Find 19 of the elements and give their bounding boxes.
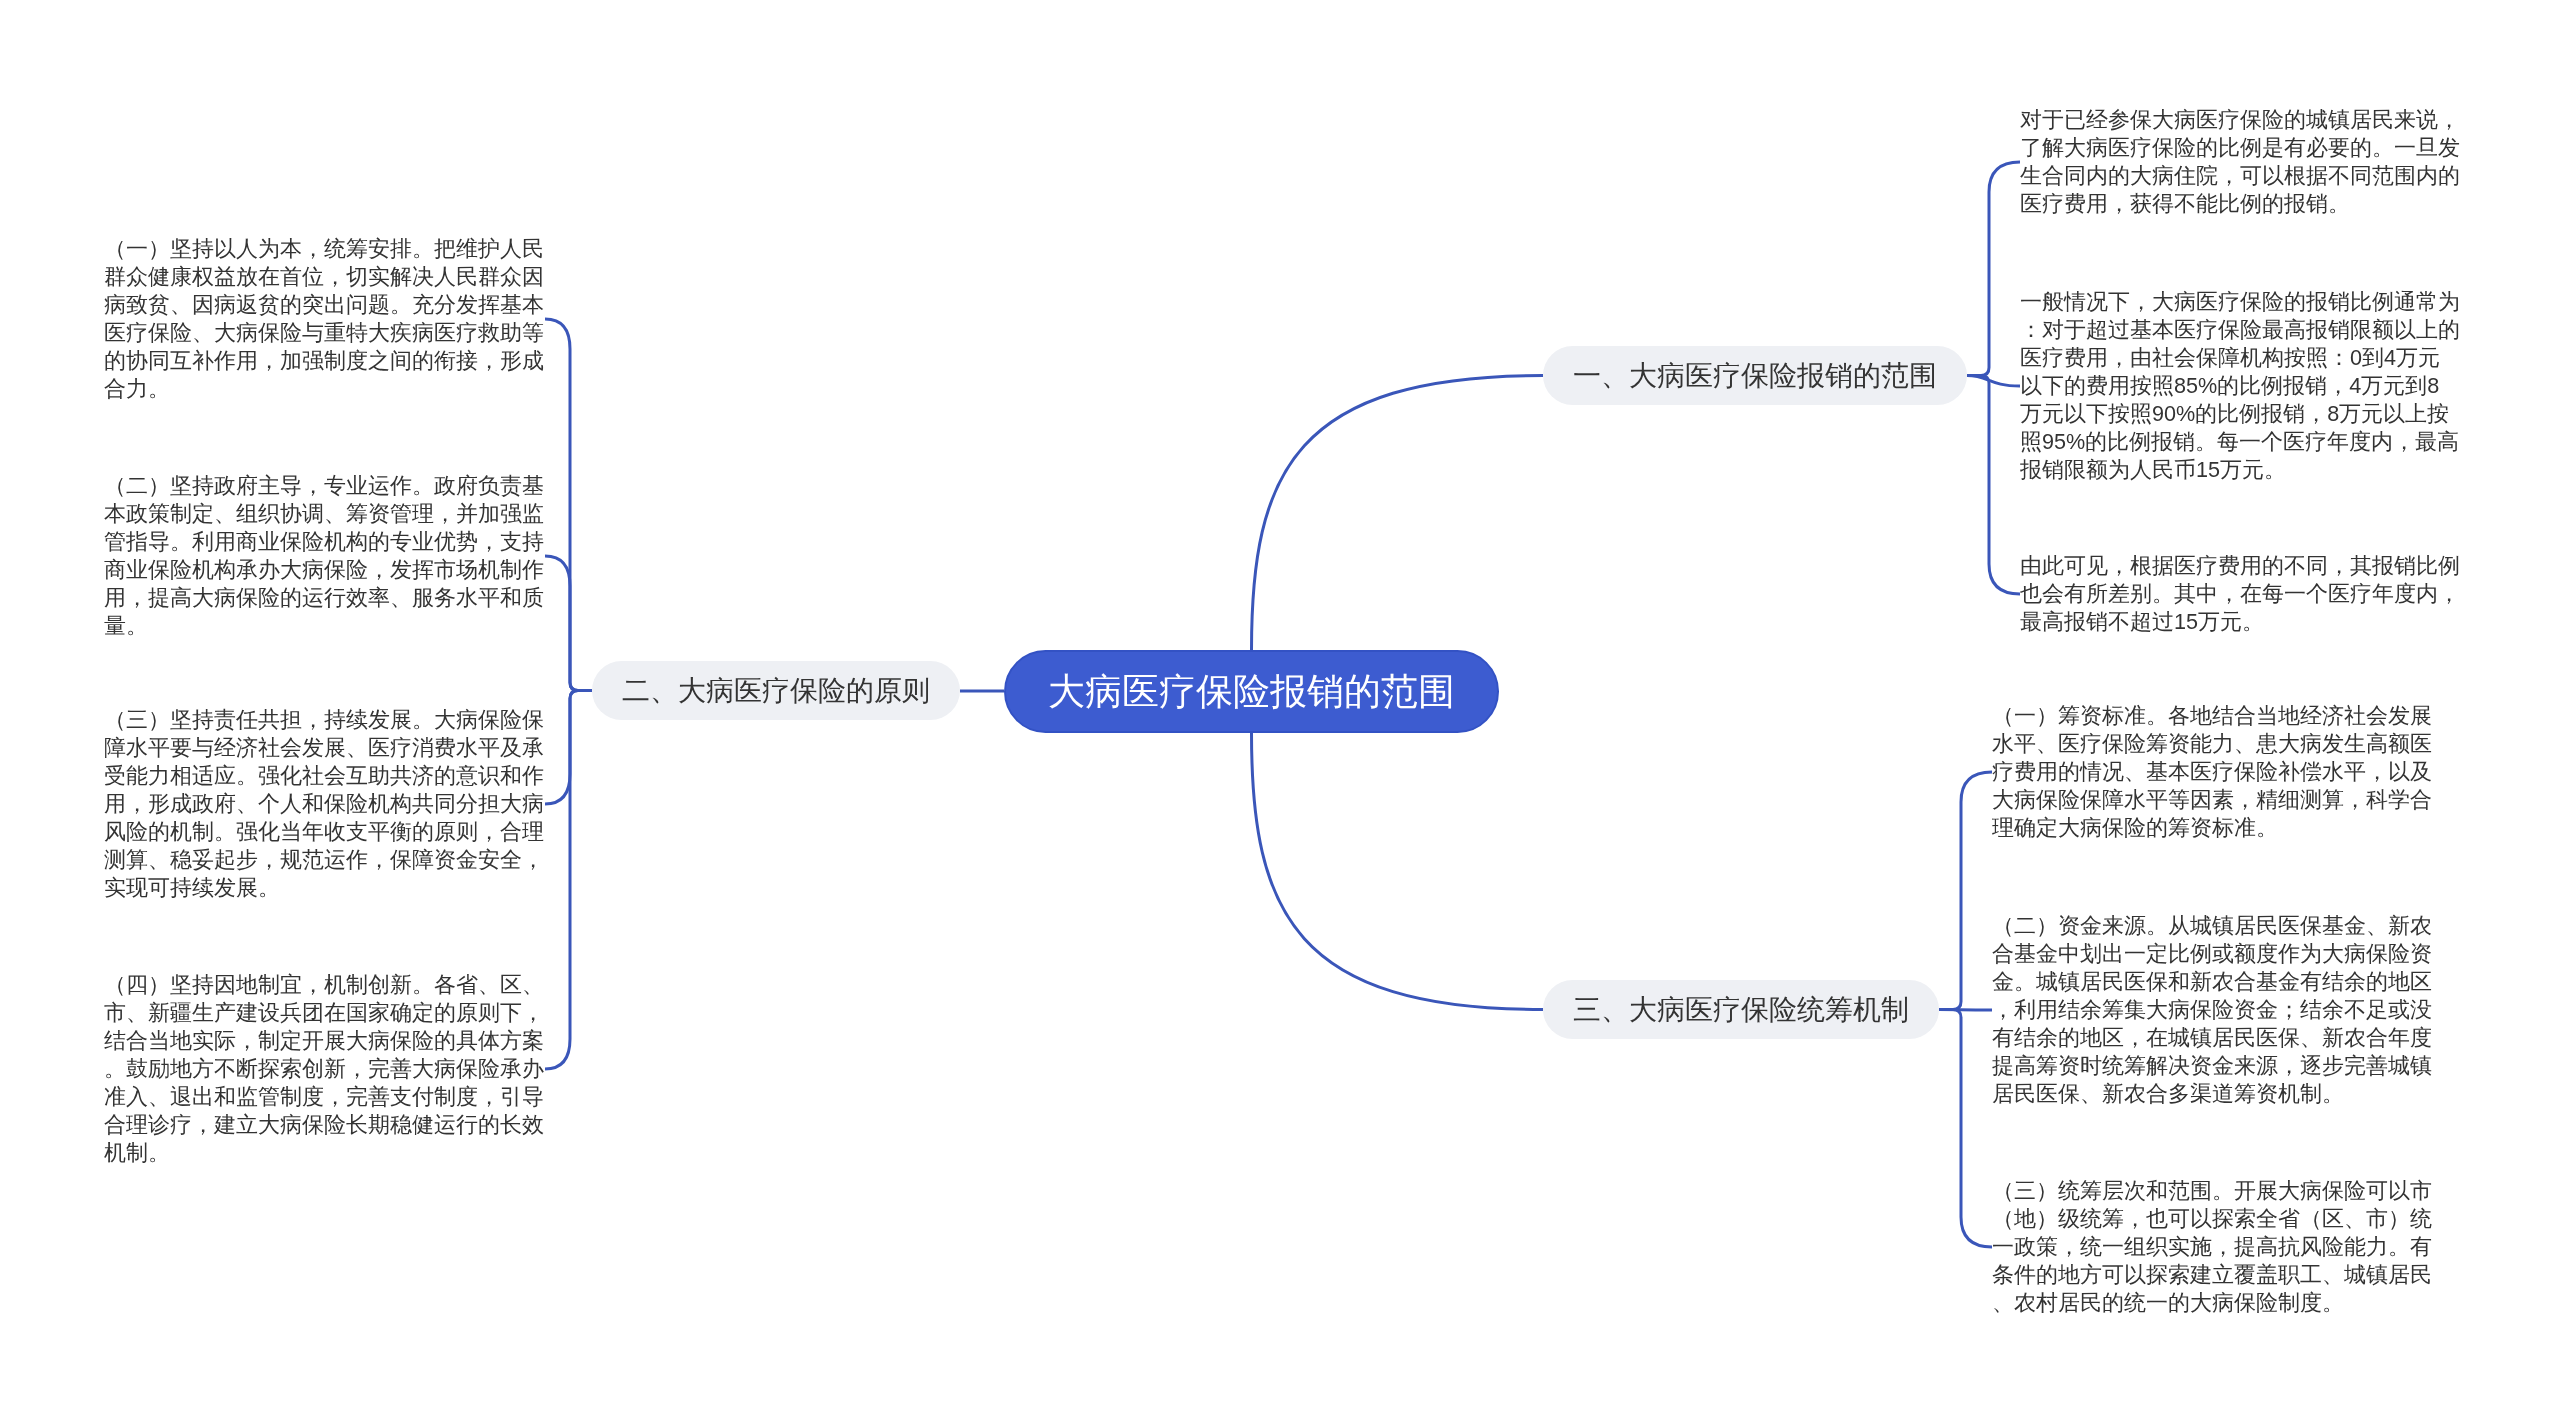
note-text: （一）坚持以人为本，统筹安排。把维护人民群众健康权益放在首位，切实解决人民群众因病致贫、因病返贫的突出问题。充分发挥基本医疗保险、大病保险与重特大疾病医疗救助等的协同互补作用，加强制度之间的衔接，形成合力。 [104,235,545,403]
note-text: （二）资金来源。从城镇居民医保基金、新农合基金中划出一定比例或额度作为大病保险资金。城镇居民医保和新农合基金有结余的地区，利用结余筹集大病保险资金；结余不足或没有结余的地区，在城镇居民医保、新农合年度提高筹资时统筹解决资金来源，逐步完善城镇居民医保、新农合多渠道筹资机制。 [1992,912,2433,1108]
connector-line [1250,732,1544,1011]
note-text: 对于已经参保大病医疗保险的城镇居民来说，了解大病医疗保险的比例是有必要的。一旦发生合同内的大病住院，可以根据不同范围内的医疗费用，获得不能比例的报销。 [2020,106,2461,218]
note-text: （四）坚持因地制宜，机制创新。各省、区、市、新疆生产建设兵团在国家确定的原则下，结合当地实际，制定开展大病保险的具体方案。鼓励地方不断探索创新，完善大病保险承办准入、退出和监管制度，完善支付制度，引导合理诊疗，建立大病保险长期稳健运行的长效机制。 [104,971,545,1167]
note-text: （三）统筹层次和范围。开展大病保险可以市（地）级统筹，也可以探索全省（区、市）统一政策，统一组织实施，提高抗风险能力。有条件的地方可以探索建立覆盖职工、城镇居民、农村居民的统一的大病保险制度。 [1992,1177,2433,1317]
connector-line [1967,374,2021,596]
note-text: 一般情况下，大病医疗保险的报销比例通常为：对于超过基本医疗保险最高报销限额以上的医疗费用，由社会保障机构按照：0到4万元以下的费用按照85%的比例报销，4万元到8万元以下按照90%的比例报销，8万元以上按照95%的比例报销。每一个医疗年度内，最高报销限额为人民币15万元。 [2020,288,2461,484]
note-text: （三）坚持责任共担，持续发展。大病保险保障水平要与经济社会发展、医疗消费水平及承受能力相适应。强化社会互助共济的意识和作用，形成政府、个人和保险机构共同分担大病风险的机制。强化当年收支平衡的原则，合理测算、稳妥起步，规范运作，保障资金安全，实现可持续发展。 [104,706,545,902]
connector-line [1939,1008,1993,1249]
note-text: 由此可见，根据医疗费用的不同，其报销比例也会有所差别。其中，在每一个医疗年度内，最高报销不超过15万元。 [2020,552,2461,636]
note-text: （二）坚持政府主导，专业运作。政府负责基本政策制定、组织协调、筹资管理，并加强监管指导。利用商业保险机构的专业优势，支持商业保险机构承办大病保险，发挥市场机制作用，提高大病保险的运行效率、服务水平和质量。 [104,472,545,640]
note-text: （一）筹资标准。各地结合当地经济社会发展水平、医疗保险筹资能力、患大病发生高额医疗费用的情况、基本医疗保险补偿水平，以及大病保险保障水平等因素，精细测算，科学合理确定大病保险的筹资标准。 [1992,702,2433,842]
connector-line [1250,374,1544,651]
branch-topic: 三、大病医疗保险统筹机制 [1543,980,1939,1039]
central-topic: 大病医疗保险报销的范围 [1004,650,1499,733]
branch-topic: 一、大病医疗保险报销的范围 [1543,346,1967,405]
branch-topic: 二、大病医疗保险的原则 [592,661,960,720]
connector-line [960,689,1004,693]
